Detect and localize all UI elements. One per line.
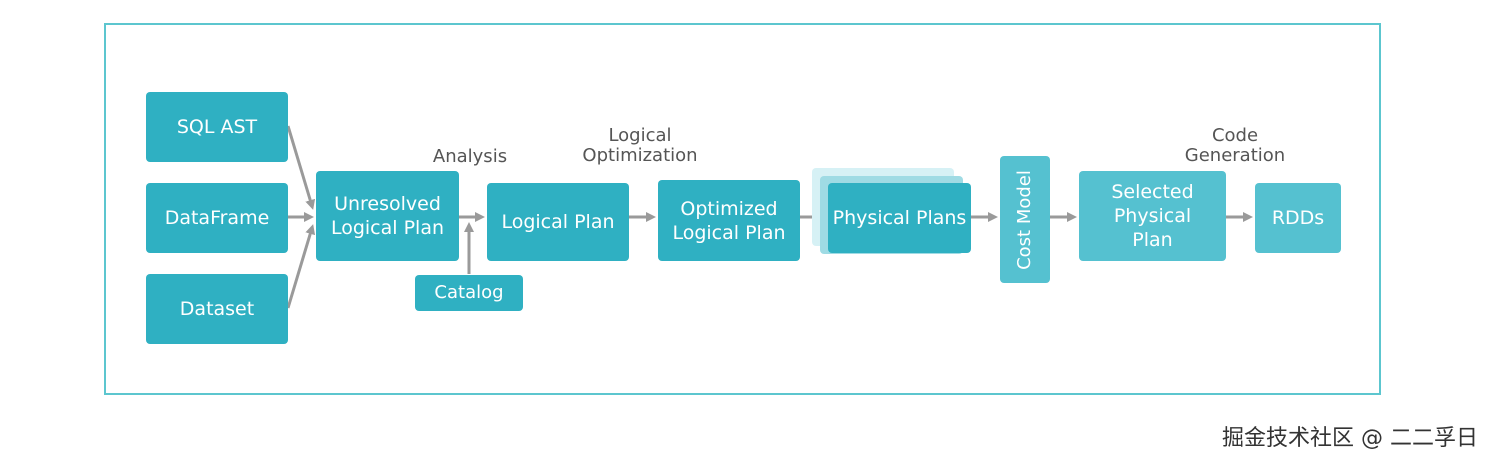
stage-logical-optimization-label: Logical Optimization [582, 125, 698, 166]
node-catalog: Catalog [415, 275, 523, 311]
node-unresolved-logical-plan: Unresolved Logical Plan [316, 171, 459, 261]
stage-code-generation-label: Code Generation [1184, 125, 1286, 166]
node-logical-plan: Logical Plan [487, 183, 629, 261]
watermark-text: 掘金技术社区 @ 二二孚日 [1222, 426, 1478, 451]
diagram-frame [104, 23, 1381, 395]
node-cost-model: Cost Model [1000, 156, 1050, 283]
arrow-dataset-to-unresolved [286, 224, 316, 309]
arrow-sqlast-to-unresolved [286, 125, 316, 210]
cost-model-label: Cost Model [1014, 169, 1036, 270]
node-optimized-logical-plan: Optimized Logical Plan [658, 180, 800, 261]
node-physical-plans: Physical Plans [828, 183, 971, 253]
node-dataframe: DataFrame [146, 183, 288, 253]
node-dataset: Dataset [146, 274, 288, 344]
node-sql-ast: SQL AST [146, 92, 288, 162]
stage-analysis-label: Analysis [432, 146, 508, 167]
node-rdds: RDDs [1255, 183, 1341, 253]
node-selected-physical-plan: Selected Physical Plan [1079, 171, 1226, 261]
